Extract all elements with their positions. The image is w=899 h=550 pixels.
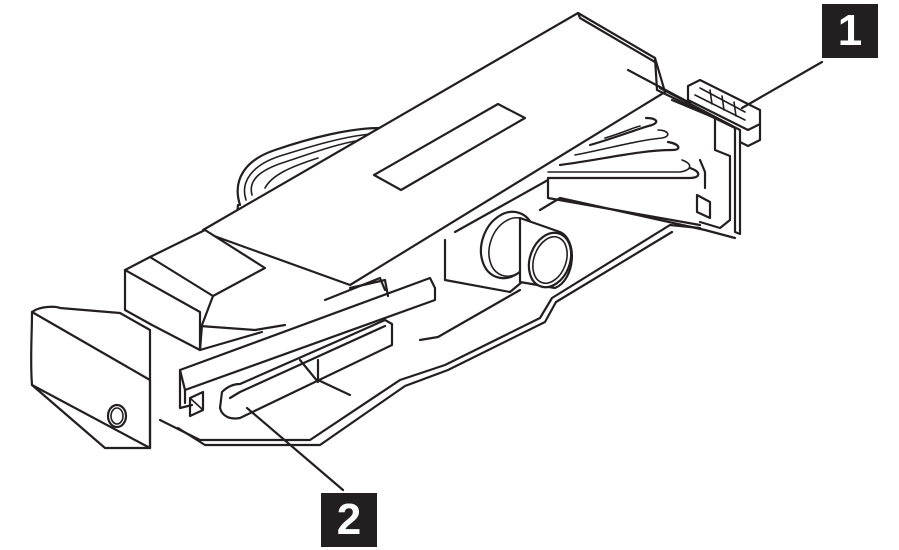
release-latch [188,318,394,420]
label-recess [372,102,527,192]
side-rail [178,276,437,410]
wire-harness [546,116,700,180]
center-body [443,178,573,294]
tray-bottom [158,223,702,447]
leader-line-2 [245,406,345,492]
leader-line-1 [740,60,824,110]
callout-2-label: 2 [336,495,362,544]
callout-2: 2 [321,493,377,547]
step-block [123,228,287,352]
screw-hole [106,403,128,429]
callout-1-label: 1 [837,6,863,55]
cable-connector [686,78,762,148]
callout-1: 1 [822,4,878,58]
front-handle [30,305,152,450]
rear-bracket [538,56,742,240]
